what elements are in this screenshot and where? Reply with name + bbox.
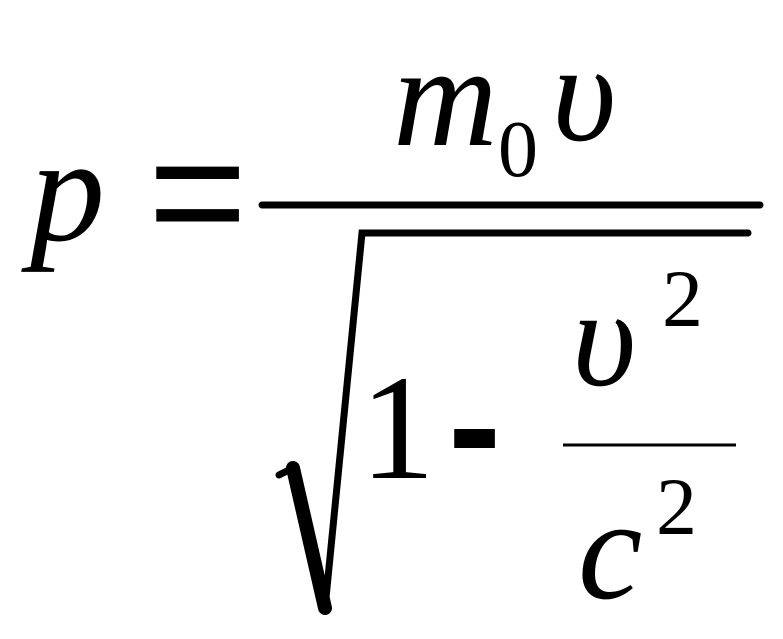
light-speed-symbol: c (578, 470, 642, 630)
velocity-symbol: υ (552, 16, 616, 171)
radicand-one: 1 (360, 345, 435, 511)
equals-sign: = (148, 97, 247, 287)
radicand-minus-sign: - (448, 335, 501, 514)
rest-mass-subscript: 0 (498, 106, 538, 194)
inner-velocity-exponent: 2 (662, 253, 703, 344)
light-speed-exponent: 2 (656, 461, 697, 552)
rest-mass-symbol: m (393, 17, 498, 177)
square-root-sign-thick-stroke (286, 461, 332, 615)
inner-velocity-symbol: υ (572, 261, 636, 416)
momentum-symbol: p (21, 107, 105, 273)
